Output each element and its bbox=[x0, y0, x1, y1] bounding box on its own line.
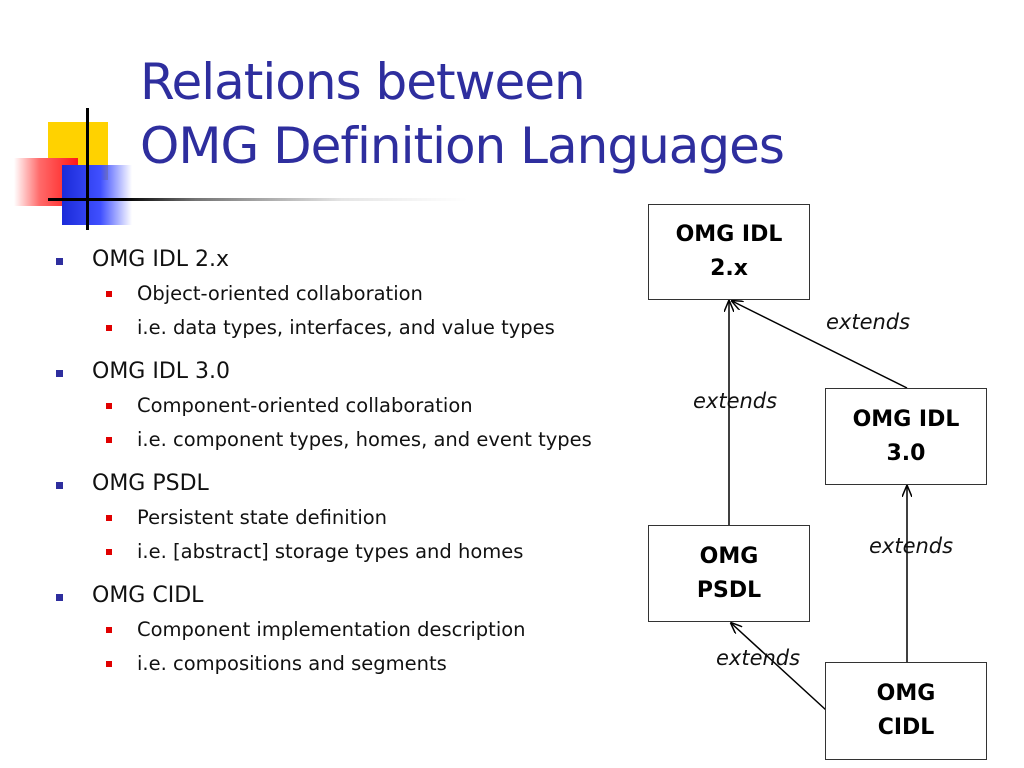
sub-bullet-item: i.e. data types, interfaces, and value t… bbox=[52, 311, 672, 345]
sub-bullet-item: Object-oriented collaboration bbox=[52, 277, 672, 311]
edge-cidl-to-psdl bbox=[731, 623, 827, 711]
sub-bullet-text: Component-oriented collaboration bbox=[137, 394, 473, 417]
logo-blue-square bbox=[62, 165, 132, 225]
bullet-item: OMG PSDL bbox=[52, 467, 672, 501]
logo-vertical-line bbox=[86, 108, 89, 230]
sub-bullet-text: i.e. data types, interfaces, and value t… bbox=[137, 316, 555, 339]
bullet-text: OMG IDL 3.0 bbox=[92, 359, 231, 384]
edge-label-cidl-idl3: extends bbox=[869, 534, 954, 558]
sub-bullet-item: i.e. component types, homes, and event t… bbox=[52, 423, 672, 457]
bullet-group-cidl: OMG CIDL Component implementation descri… bbox=[52, 579, 672, 681]
bullet-text: OMG CIDL bbox=[92, 583, 204, 608]
sub-bullet-marker bbox=[106, 403, 112, 409]
slide-title: Relations between OMG Definition Languag… bbox=[140, 50, 785, 178]
bullet-group-idl3: OMG IDL 3.0 Component-oriented collabora… bbox=[52, 355, 672, 457]
sub-bullet-marker bbox=[106, 515, 112, 521]
edge-label-psdl-idl2: extends bbox=[693, 389, 778, 413]
node-omg-idl-2x: OMG IDL 2.x bbox=[648, 204, 810, 300]
sub-bullet-item: Component implementation description bbox=[52, 613, 672, 647]
node-label: OMG IDL 3.0 bbox=[852, 406, 960, 466]
sub-bullet-text: Object-oriented collaboration bbox=[137, 282, 423, 305]
sub-bullet-marker bbox=[106, 437, 112, 443]
bullet-group-psdl: OMG PSDL Persistent state definition i.e… bbox=[52, 467, 672, 569]
node-label: OMG CIDL bbox=[876, 681, 936, 740]
edge-idl3-to-idl2 bbox=[732, 301, 908, 389]
bullet-marker bbox=[56, 594, 63, 601]
sub-bullet-marker bbox=[106, 325, 112, 331]
bullet-text: OMG PSDL bbox=[92, 471, 209, 496]
sub-bullet-item: i.e. [abstract] storage types and homes bbox=[52, 535, 672, 569]
node-label: OMG PSDL bbox=[696, 543, 762, 603]
title-underline bbox=[48, 198, 468, 201]
node-omg-cidl: OMG CIDL bbox=[825, 662, 987, 760]
sub-bullet-marker bbox=[106, 627, 112, 633]
bullet-item: OMG IDL 2.x bbox=[52, 243, 672, 277]
sub-bullet-marker bbox=[106, 291, 112, 297]
bullet-item: OMG CIDL bbox=[52, 579, 672, 613]
bullet-group-idl2: OMG IDL 2.x Object-oriented collaboratio… bbox=[52, 243, 672, 345]
bullet-marker bbox=[56, 258, 63, 265]
bullet-text: OMG IDL 2.x bbox=[92, 247, 230, 272]
sub-bullet-text: i.e. [abstract] storage types and homes bbox=[137, 540, 524, 563]
sub-bullet-text: i.e. component types, homes, and event t… bbox=[137, 428, 592, 451]
sub-bullet-item: Component-oriented collaboration bbox=[52, 389, 672, 423]
sub-bullet-text: Component implementation description bbox=[137, 618, 526, 641]
sub-bullet-text: i.e. compositions and segments bbox=[137, 652, 447, 675]
edge-label-cidl-psdl: extends bbox=[716, 646, 801, 670]
sub-bullet-marker bbox=[106, 661, 112, 667]
bullet-marker bbox=[56, 482, 63, 489]
node-label: OMG IDL 2.x bbox=[675, 222, 783, 281]
node-omg-idl-30: OMG IDL 3.0 bbox=[825, 388, 987, 485]
sub-bullet-item: i.e. compositions and segments bbox=[52, 647, 672, 681]
slide-title-line-2: OMG Definition Languages bbox=[140, 117, 785, 175]
node-omg-psdl: OMG PSDL bbox=[648, 525, 810, 622]
sub-bullet-item: Persistent state definition bbox=[52, 501, 672, 535]
slide-title-line-1: Relations between bbox=[140, 53, 586, 111]
bullet-marker bbox=[56, 370, 63, 377]
sub-bullet-text: Persistent state definition bbox=[137, 506, 388, 529]
sub-bullet-marker bbox=[106, 549, 112, 555]
edge-label-idl3-idl2: extends bbox=[826, 310, 911, 334]
bullet-item: OMG IDL 3.0 bbox=[52, 355, 672, 389]
bullet-list: OMG IDL 2.x Object-oriented collaboratio… bbox=[52, 243, 672, 691]
